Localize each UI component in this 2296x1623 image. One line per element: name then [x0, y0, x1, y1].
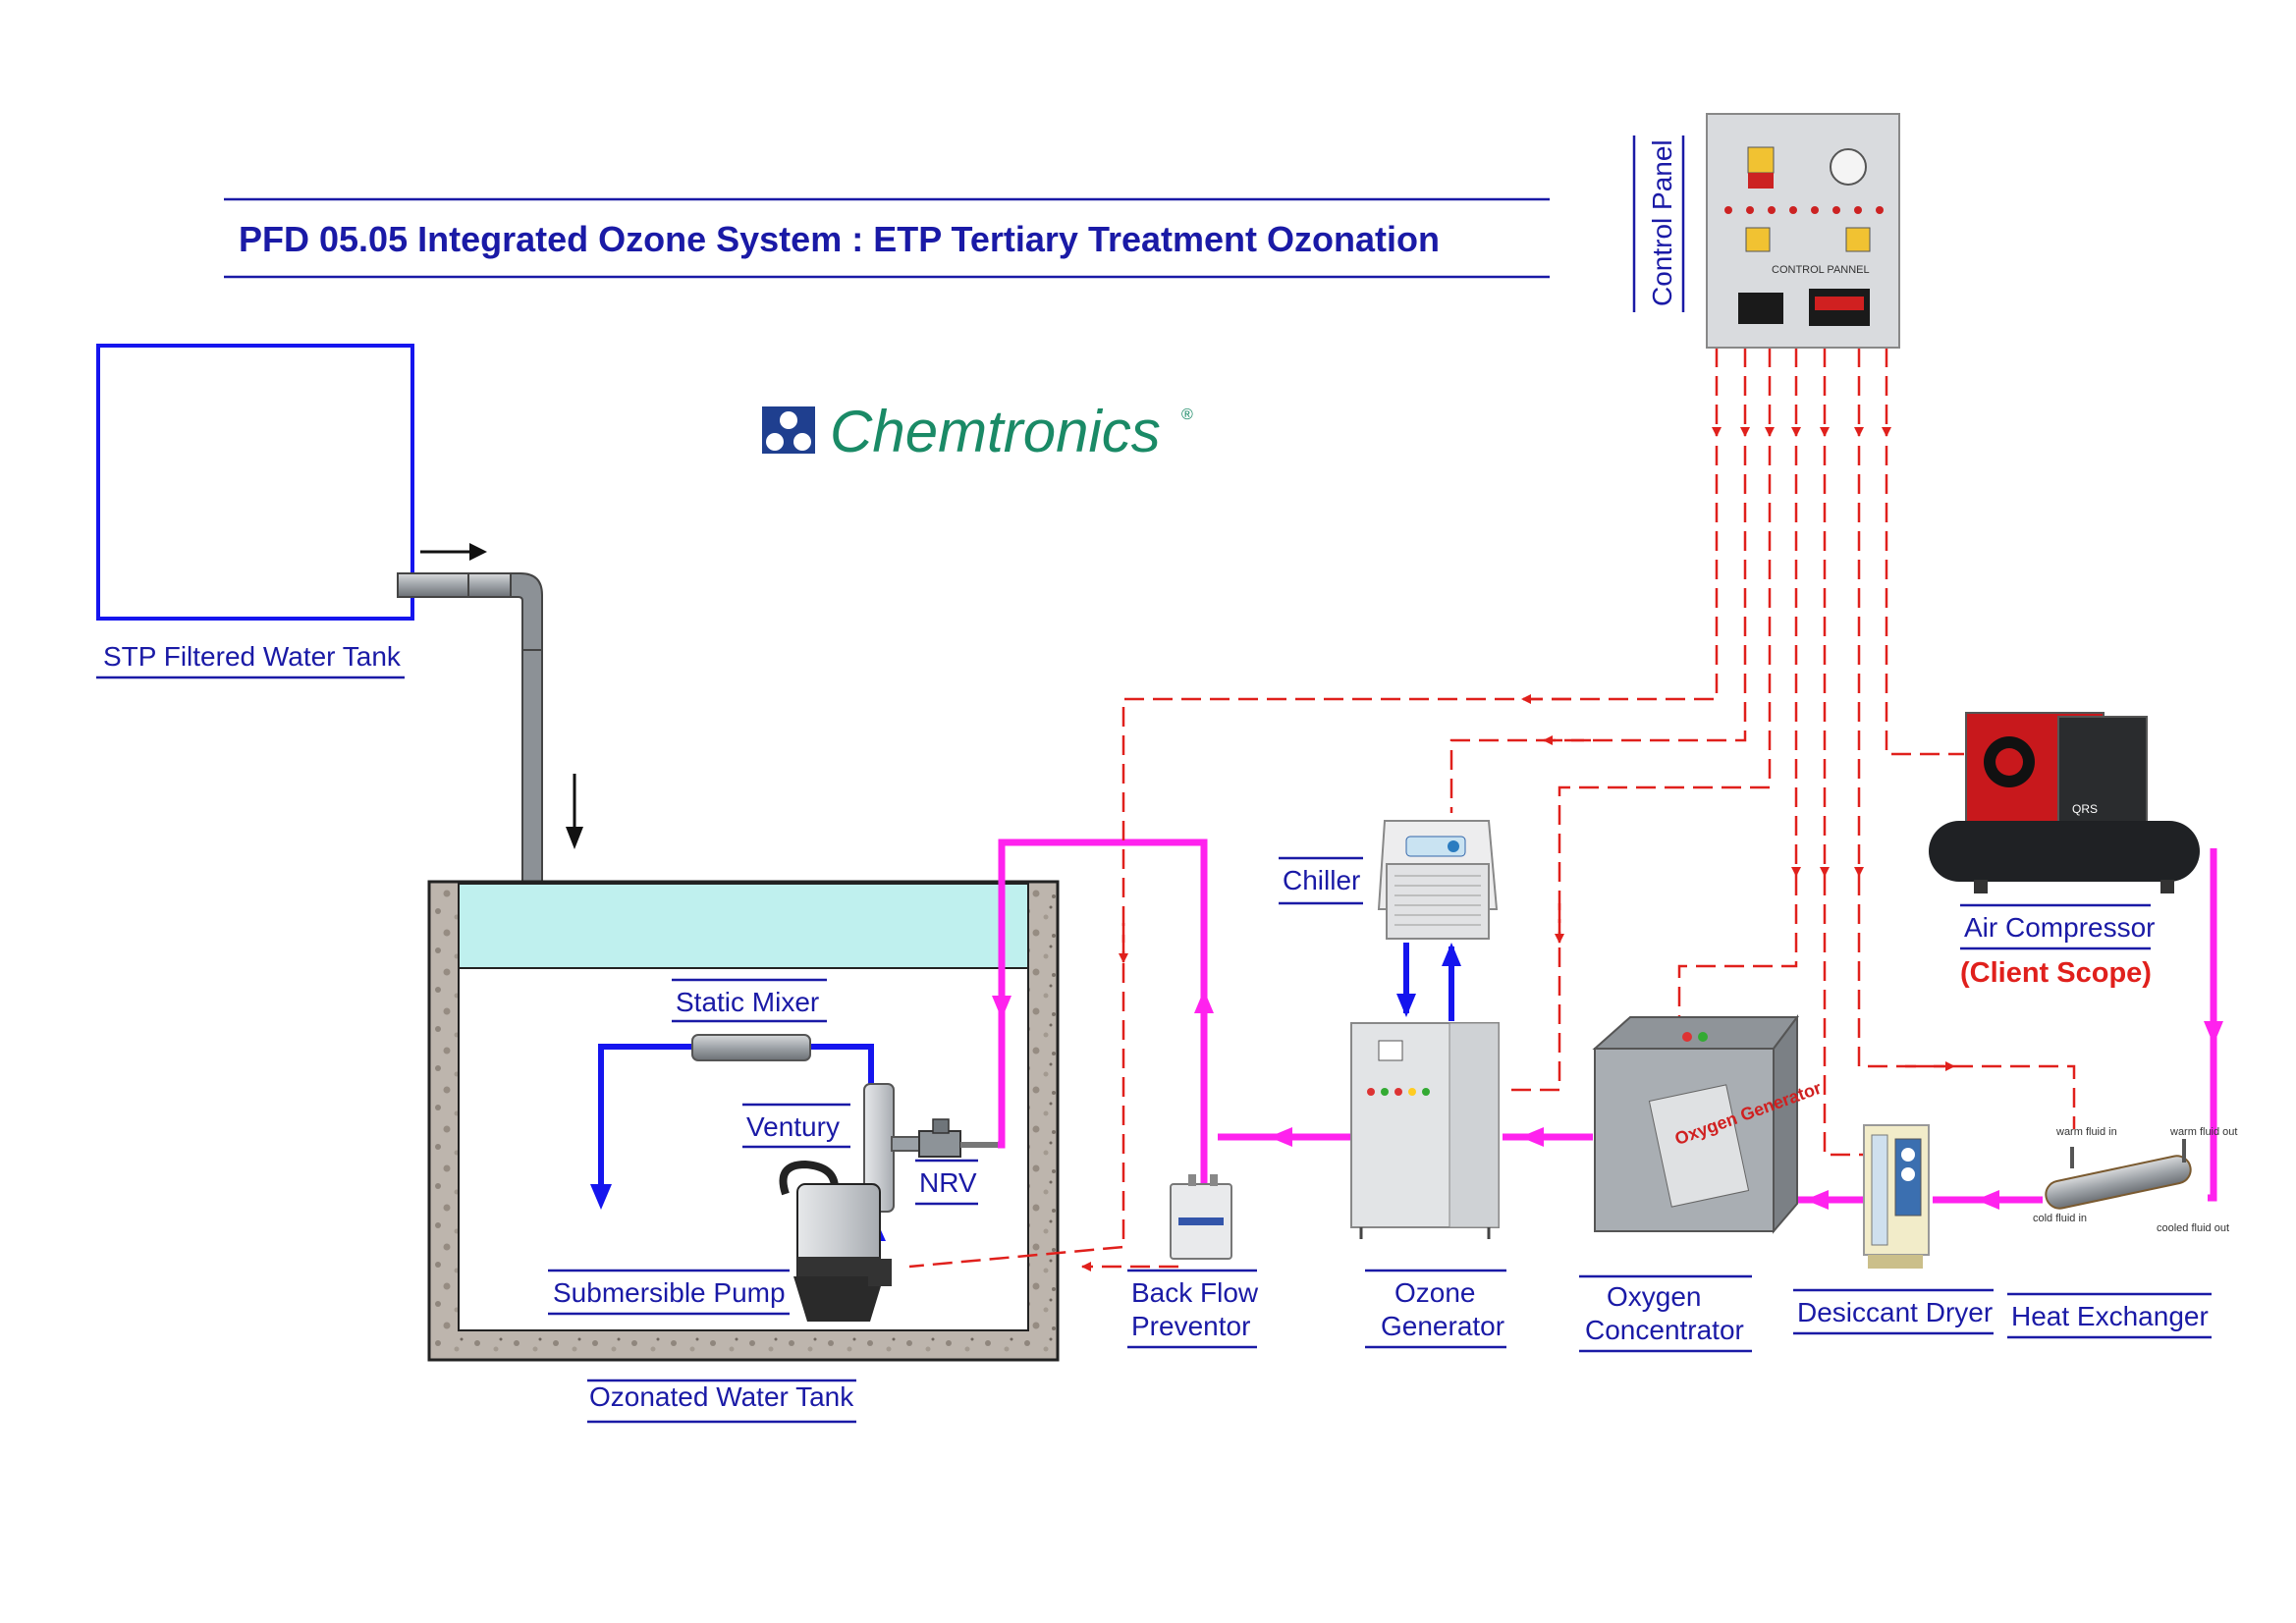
static-mixer: [691, 1034, 811, 1061]
chiller-label: Chiller: [1283, 865, 1360, 895]
back-flow-label-line2: Preventor: [1131, 1311, 1250, 1341]
non-return-valve: [918, 1118, 1000, 1158]
gas-flow-arrow: [2204, 1021, 2223, 1045]
air-compressor: QRS: [1929, 712, 2200, 893]
gas-flow-arrow: [1976, 1190, 1999, 1210]
compressed-air-line: [2208, 848, 2217, 1202]
gas-flow-arrow: [1520, 1127, 1544, 1147]
compressor-badge: QRS: [2072, 802, 2098, 816]
heat-exchanger: warm fluid in warm fluid out cold fluid …: [2033, 1126, 2237, 1234]
oxygen-concentrator-label-line2: Concentrator: [1585, 1315, 1744, 1345]
desiccant-dryer: [1863, 1124, 1930, 1269]
flow-arrow-icon: [420, 543, 487, 561]
gas-flow-arrow: [1194, 990, 1214, 1013]
ozonated-tank-label: Ozonated Water Tank: [589, 1381, 854, 1412]
control-panel: CONTROL PANNEL: [1706, 113, 1900, 349]
hx-warm-out-label: warm fluid out: [2169, 1126, 2237, 1138]
control-panel-label: Control Panel: [1647, 139, 1677, 306]
stp-tank-label: STP Filtered Water Tank: [103, 641, 402, 672]
registered-mark: ®: [1181, 406, 1193, 423]
ozone-gas-line-to-tank: [998, 839, 1208, 1186]
nrv-label: NRV: [919, 1167, 977, 1198]
ozone-generator: [1350, 1022, 1500, 1239]
control-panel-plate: CONTROL PANNEL: [1772, 264, 1870, 276]
water-flow-arrow: [1396, 994, 1416, 1017]
submersible-pump: [779, 1160, 892, 1322]
control-signal-lines: [908, 348, 2076, 1271]
back-flow-preventor: [1170, 1174, 1232, 1260]
gas-flow-arrow: [1805, 1190, 1829, 1210]
gas-flow-arrow: [992, 996, 1011, 1019]
stp-filtered-water-tank: [96, 344, 414, 621]
venturi-label: Ventury: [746, 1111, 840, 1142]
hx-cold-in-label: cold fluid in: [2033, 1213, 2087, 1224]
oxygen-concentrator: Oxygen Generator: [1592, 1014, 1824, 1234]
ozonated-water-tank: [427, 880, 1060, 1362]
air-compressor-label: Air Compressor: [1964, 912, 2155, 943]
static-mixer-label: Static Mixer: [676, 987, 819, 1017]
page-title: PFD 05.05 Integrated Ozone System : ETP …: [239, 219, 1440, 259]
client-scope-note: (Client Scope): [1960, 957, 2152, 989]
water-flow-arrow: [590, 1184, 612, 1210]
back-flow-label-line1: Back Flow: [1131, 1277, 1259, 1308]
hx-warm-in-label: warm fluid in: [2055, 1126, 2117, 1138]
brand-name: Chemtronics: [830, 399, 1161, 464]
chemtronics-logo-icon: [762, 406, 815, 454]
oxygen-concentrator-label-line1: Oxygen: [1607, 1281, 1702, 1312]
ozone-generator-label-line2: Generator: [1381, 1311, 1504, 1341]
flow-arrow-icon: [566, 774, 583, 849]
hx-cooled-out-label: cooled fluid out: [2157, 1222, 2229, 1234]
chiller: [1377, 820, 1499, 940]
gas-flow-arrow: [1269, 1127, 1292, 1147]
ozone-generator-label-line1: Ozone: [1394, 1277, 1476, 1308]
submersible-pump-label: Submersible Pump: [553, 1277, 786, 1308]
water-flow-arrow: [1442, 943, 1461, 966]
desiccant-dryer-label: Desiccant Dryer: [1797, 1297, 1993, 1327]
heat-exchanger-label: Heat Exchanger: [2011, 1301, 2209, 1331]
